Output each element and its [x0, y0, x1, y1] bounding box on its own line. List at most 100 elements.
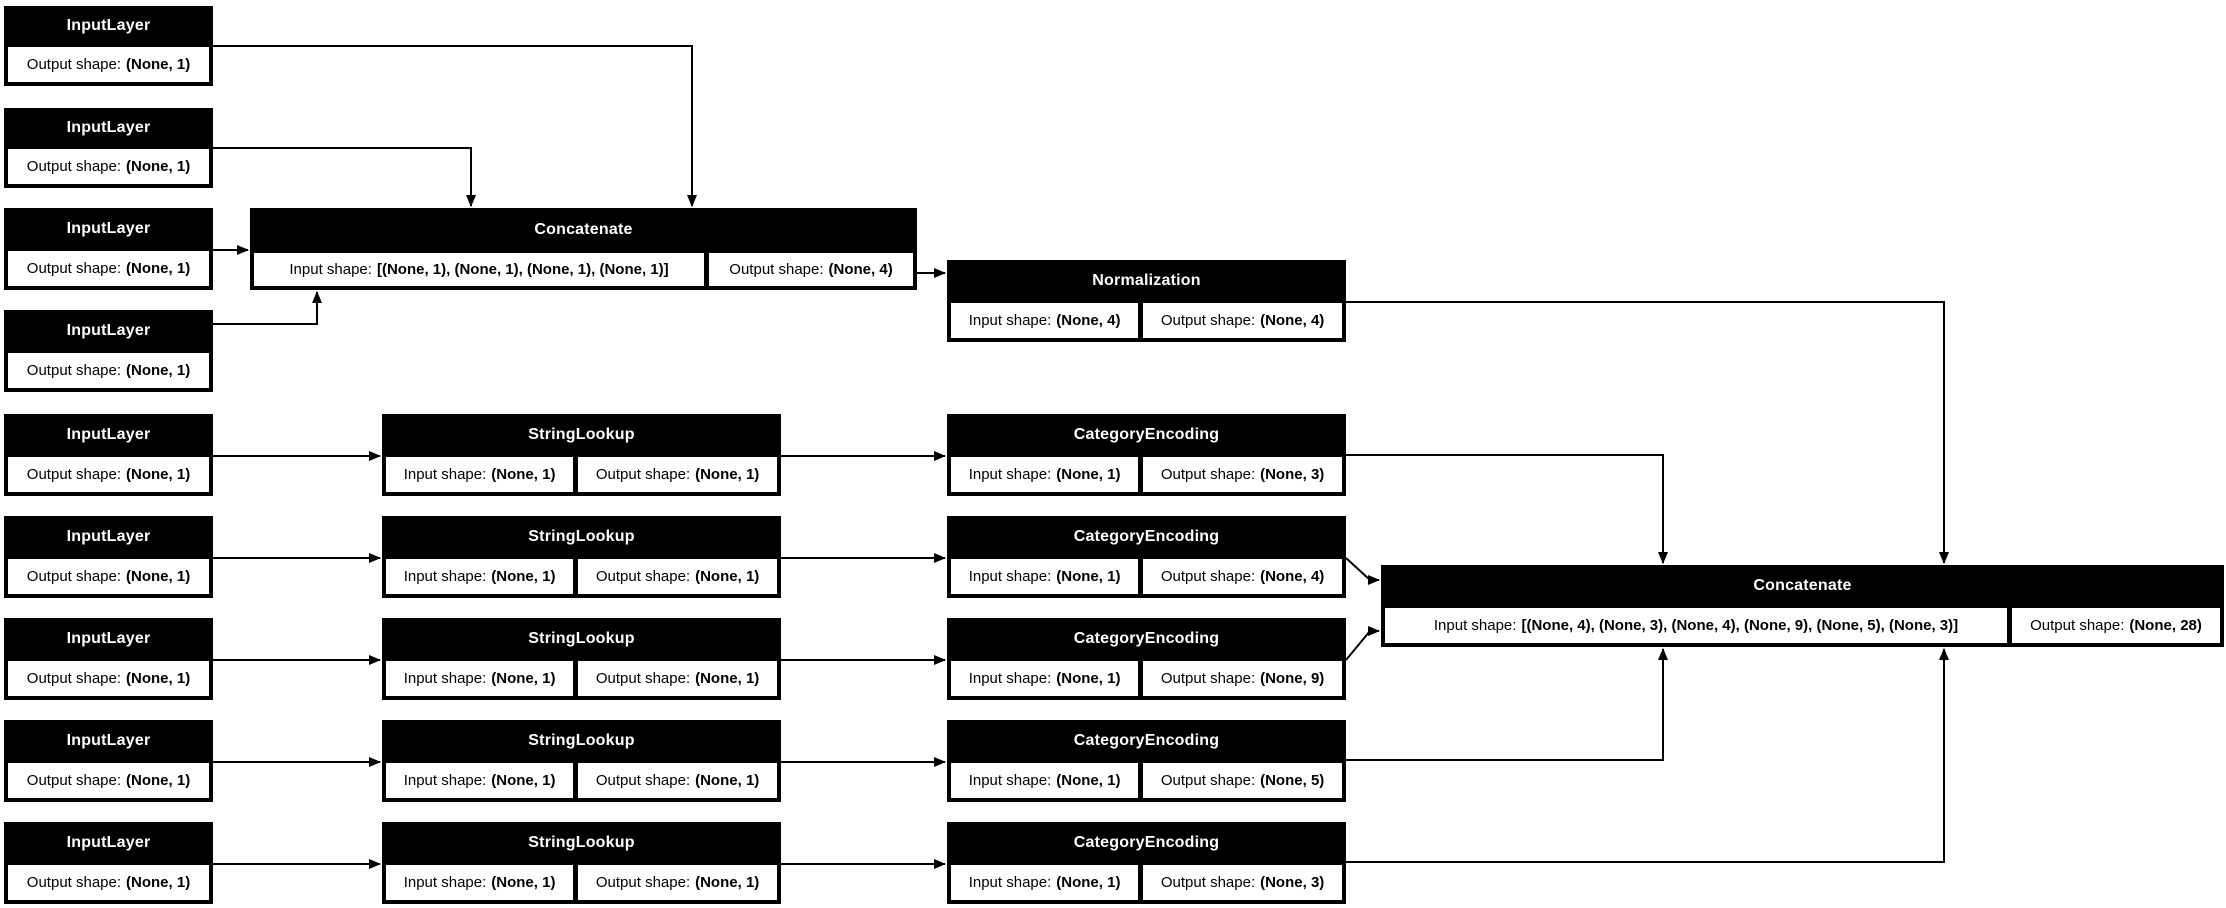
shape-label: Output shape: [26, 568, 122, 585]
cell-input-shape: Input shape:[(None, 1), (None, 1), (None… [253, 252, 705, 287]
shape-row: Input shape:(None, 4)Output shape:(None,… [947, 302, 1346, 342]
layer-title: InputLayer [66, 630, 151, 647]
cell-output-shape: Output shape:(None, 5) [1142, 762, 1343, 799]
shape-row: Output shape:(None, 1) [4, 148, 213, 188]
cell-output-shape: Output shape:(None, 1) [577, 762, 778, 799]
cell-input-shape: Input shape:(None, 1) [385, 558, 575, 595]
shape-value: [(None, 1), (None, 1), (None, 1), (None,… [376, 261, 669, 278]
shape-label: Input shape: [968, 874, 1052, 891]
shape-label: Input shape: [289, 261, 372, 278]
shape-row: Input shape:(None, 1)Output shape:(None,… [947, 558, 1346, 598]
shape-label: Output shape: [26, 466, 122, 483]
shape-label: Input shape: [403, 874, 487, 891]
layer-title: CategoryEncoding [1073, 834, 1220, 851]
cell-input-shape: Input shape:(None, 1) [950, 762, 1140, 799]
cell-output-shape: Output shape:(None, 1) [7, 660, 210, 697]
shape-label: Input shape: [403, 772, 487, 789]
edge-categoryencoding-3-to-concatenate-2 [1345, 626, 1380, 661]
shape-row: Input shape:(None, 1)Output shape:(None,… [382, 762, 781, 802]
shape-value: (None, 1) [491, 568, 556, 585]
layer-title: InputLayer [66, 17, 151, 34]
layer-title: Normalization [1092, 272, 1201, 289]
shape-label: Input shape: [403, 466, 487, 483]
shape-row: Input shape:(None, 1) Output shape: (None,… [947, 864, 1346, 904]
shape-value: (None, 1) [491, 874, 556, 891]
shape-value: (None, 1) [1056, 772, 1121, 789]
shape-value: (None, 4) [1260, 312, 1325, 329]
edge-categoryencoding-2-to-concatenate-2 [1345, 557, 1380, 585]
shape-label: Output shape: [1160, 466, 1256, 483]
cell-output-shape: Output shape:(None, 1) [7, 148, 210, 185]
cell-output-shape: Output shape:(None, 28) [2011, 607, 2221, 644]
shape-row: Output shape:(None, 1) [4, 250, 213, 290]
shape-label: Input shape: [968, 568, 1052, 585]
layer-title: InputLayer [66, 119, 151, 136]
shape-value: (None, 1) [126, 362, 191, 379]
layer-title: InputLayer [66, 528, 151, 545]
shape-value: (None, 1) [126, 772, 191, 789]
cell-input-shape: Input shape:(None, 4) [950, 302, 1140, 339]
shape-value: (None, 1) [491, 772, 556, 789]
shape-row: Input shape:(None, 1)Output shape:(None,… [947, 456, 1346, 496]
shape-value: (None, 4) [1056, 312, 1121, 329]
cell-input-shape: Input shape:(None, 1) [950, 456, 1140, 493]
shape-label: Output shape: [595, 772, 691, 789]
shape-row: Input shape:(None, 1)Output shape:(None,… [382, 864, 781, 904]
shape-row: Input shape:[(None, 4), (None, 3), (None… [1381, 607, 2224, 647]
cell-output-shape: Output shape:(None, 1) [577, 456, 778, 493]
shape-value: (None, 1) [126, 260, 191, 277]
shape-value: (None, 1) [126, 466, 191, 483]
layer-title: Concatenate [534, 221, 633, 238]
layer-title: StringLookup [528, 630, 635, 647]
shape-row: Input shape:(None, 1)Output shape:(None,… [947, 660, 1346, 700]
layer-title: InputLayer [66, 220, 151, 237]
shape-value: (None, 1) [126, 670, 191, 687]
cell-input-shape: Input shape:(None, 1) [385, 456, 575, 493]
shape-label: Output shape: [1160, 670, 1256, 687]
shape-value: (None, 1) [1056, 466, 1121, 483]
shape-value: (None, 1) [1056, 874, 1121, 891]
shape-label: Output shape: [26, 158, 122, 175]
layer-title: CategoryEncoding [1073, 630, 1220, 647]
shape-value: (None, 28) [2129, 617, 2202, 634]
cell-output-shape: Output shape:(None, 3) [1142, 456, 1343, 493]
layer-title: Concatenate [1753, 577, 1852, 594]
cell-output-shape: Output shape:(None, 1) [577, 558, 778, 595]
shape-row: Output shape:(None, 1) [4, 352, 213, 392]
shape-label: Input shape: [968, 466, 1052, 483]
cell-output-shape: Output shape:(None, 4) [1142, 302, 1343, 339]
layer-title: InputLayer [66, 834, 151, 851]
cell-output-shape: Output shape:(None, 1) [7, 250, 210, 287]
shape-label: Output shape: [595, 874, 691, 891]
shape-row: Output shape:(None, 1) [4, 456, 213, 496]
shape-label: Output shape: [2030, 617, 2125, 634]
layer-title: StringLookup [528, 732, 635, 749]
cell-output-shape: Output shape:(None, 1) [7, 352, 210, 389]
shape-value: (None, 3) [1260, 466, 1325, 483]
shape-label: Input shape: [403, 568, 487, 585]
edge-categoryencoding-4-to-concatenate-2 [1346, 648, 1668, 761]
shape-label: Output shape: [26, 670, 122, 687]
cell-input-shape: Input shape:(None, 1) [950, 864, 1140, 901]
edge-categoryencoding-1-to-concatenate-2 [1346, 454, 1668, 564]
shape-label: Output shape: [1160, 874, 1256, 891]
cell-input-shape: Input shape:(None, 1) [385, 762, 575, 799]
shape-value: (None, 1) [695, 874, 760, 891]
layer-title: StringLookup [528, 528, 635, 545]
shape-label: Input shape: [968, 670, 1052, 687]
shape-label: Output shape: [595, 466, 691, 483]
edge-inputlayer-4-to-concatenate-1 [213, 291, 322, 325]
cell-input-shape: Input shape:(None, 1) [950, 660, 1140, 697]
cell-input-shape: Input shape:(None, 1) [385, 864, 575, 901]
layer-title: CategoryEncoding [1073, 732, 1220, 749]
shape-value: (None, 5) [1260, 772, 1325, 789]
shape-row: Output shape:(None, 1) [4, 762, 213, 802]
shape-row: Output shape:(None, 1) [4, 660, 213, 700]
